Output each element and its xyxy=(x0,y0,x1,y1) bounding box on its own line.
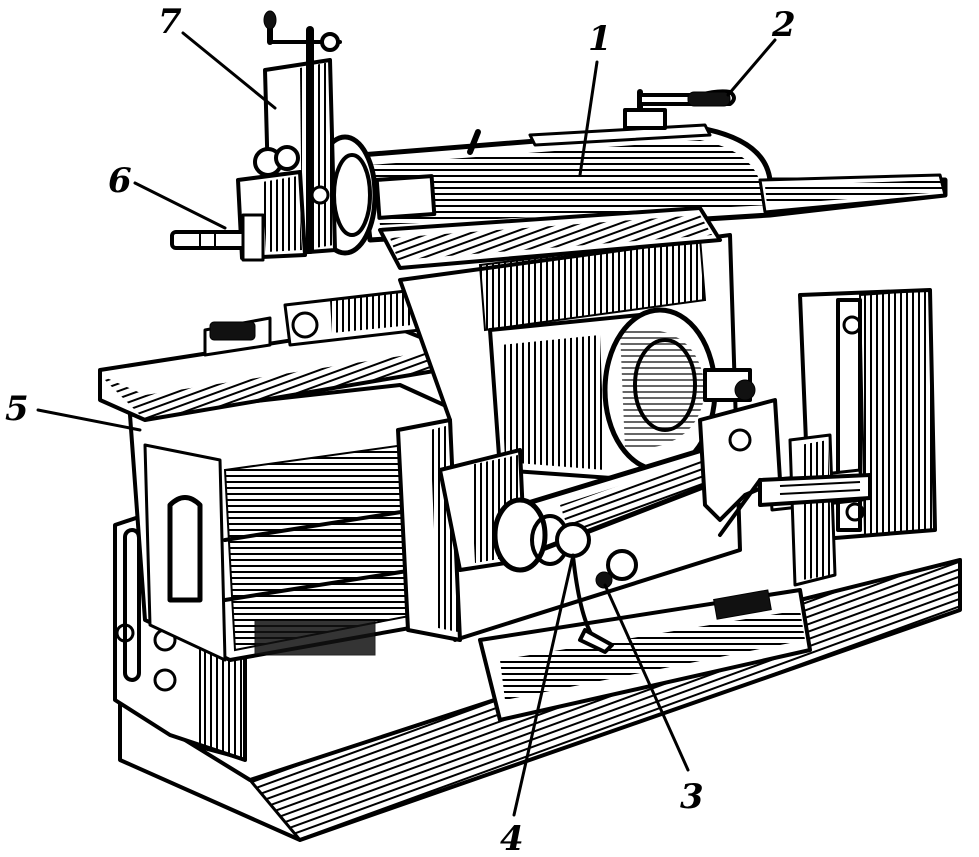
callout-3: 3 xyxy=(680,777,704,817)
ram xyxy=(357,123,948,270)
callout-2: 2 xyxy=(771,5,796,45)
ram-adjust-handle xyxy=(623,89,736,130)
work-table xyxy=(128,383,457,662)
callout-5: 5 xyxy=(5,389,29,429)
electrical-cabinet xyxy=(768,288,937,587)
leader-lines xyxy=(36,31,777,817)
leader-4 xyxy=(512,553,575,817)
vise-table-top xyxy=(98,288,442,422)
callout-4: 4 xyxy=(500,819,524,857)
leader-5 xyxy=(36,408,142,432)
callout-6: 6 xyxy=(108,161,132,201)
callout-7: 7 xyxy=(158,2,182,42)
leader-6 xyxy=(133,181,227,230)
electric-motor xyxy=(488,307,756,482)
leader-7 xyxy=(181,31,277,110)
leader-1 xyxy=(578,60,599,177)
tool-head xyxy=(170,10,481,262)
leader-3 xyxy=(603,583,690,772)
leader-2 xyxy=(726,38,777,97)
feed-mechanism xyxy=(438,398,872,654)
callout-1: 1 xyxy=(588,19,612,59)
callout-labels: 1 2 3 4 5 6 7 xyxy=(5,2,796,857)
